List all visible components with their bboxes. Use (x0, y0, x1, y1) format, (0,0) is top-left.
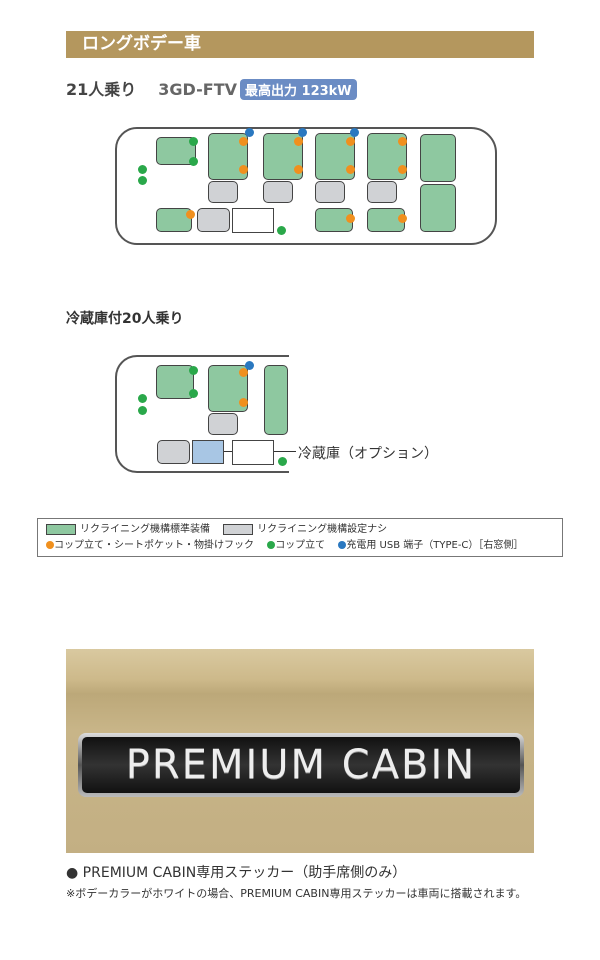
section-header: ロングボデー車 (66, 31, 534, 58)
green-dot (277, 226, 286, 235)
usb-dot (298, 128, 307, 137)
seat-count: 21人乗り (66, 80, 137, 99)
orange-dot (239, 368, 248, 377)
orange-dot (398, 214, 407, 223)
orange-dot (186, 210, 195, 219)
orange-dot (346, 214, 355, 223)
legend-green-dot: コップ立て (275, 540, 326, 551)
green-swatch (46, 523, 76, 535)
usb-dot (245, 361, 254, 370)
legend: リクライニング機構標準装備 リクライニング機構設定ナシ コップ立て・シートポケッ… (37, 518, 563, 557)
driver-seat (156, 365, 194, 399)
rear-seat (420, 134, 456, 182)
note: ※ボデーカラーがホワイトの場合、PREMIUM CABIN専用ステッカーは車両に… (66, 887, 527, 900)
config2-title: 冷蔵庫付20人乗り (66, 311, 184, 327)
legend-orange: コップ立て・シートポケット・物掛けフック (54, 540, 254, 551)
orange-dot (239, 137, 248, 146)
power-badge: 最高出力 123kW (240, 79, 357, 100)
orange-dot (239, 398, 248, 407)
rear-seat (420, 184, 456, 232)
green-dot (138, 165, 147, 174)
premium-cabin-emblem: PREMIUM CABIN (78, 733, 524, 797)
green-dot (189, 157, 198, 166)
aisle-seat (208, 181, 238, 203)
orange-dot (398, 165, 407, 174)
aisle-seat (208, 413, 238, 435)
orange-dot (294, 165, 303, 174)
orange-dot-icon (46, 541, 54, 549)
green-dot (138, 176, 147, 185)
green-dot (189, 366, 198, 375)
legend-green: リクライニング機構標準装備 (80, 524, 210, 535)
green-dot (138, 406, 147, 415)
orange-dot (346, 137, 355, 146)
aisle-seat (315, 181, 345, 203)
bullet: ● (66, 865, 79, 881)
model-code: 3GD-FTV (158, 80, 237, 99)
green-dot (189, 137, 198, 146)
luggage-area (232, 440, 274, 465)
green-dot (189, 389, 198, 398)
orange-dot (346, 165, 355, 174)
usb-dot (245, 128, 254, 137)
orange-dot (294, 137, 303, 146)
seat-pair (264, 365, 288, 435)
green-dot (278, 457, 287, 466)
caption-text: PREMIUM CABIN専用ステッカー（助手席側のみ） (82, 865, 407, 881)
orange-dot (239, 165, 248, 174)
gray-swatch (223, 523, 254, 535)
aisle-seat (197, 208, 230, 232)
green-dot-icon (267, 541, 276, 549)
legend-gray: リクライニング機構設定ナシ (257, 524, 388, 535)
fridge-label: 冷蔵庫（オプション） (298, 446, 438, 462)
orange-dot (398, 137, 407, 146)
caption: ● PREMIUM CABIN専用ステッカー（助手席側のみ） (66, 862, 406, 882)
legend-blue: 充電用 USB 端子（TYPE-C）［右窓側］ (346, 540, 524, 551)
usb-dot (350, 128, 359, 137)
sticker-photo: PREMIUM CABIN (66, 649, 534, 853)
green-dot (138, 394, 147, 403)
aisle-seat (157, 440, 190, 464)
emblem-text: PREMIUM CABIN (125, 742, 477, 788)
luggage-area (232, 208, 274, 233)
aisle-seat (263, 181, 293, 203)
aisle-seat (367, 181, 397, 203)
blue-dot-icon (338, 541, 347, 549)
fridge (192, 440, 224, 464)
